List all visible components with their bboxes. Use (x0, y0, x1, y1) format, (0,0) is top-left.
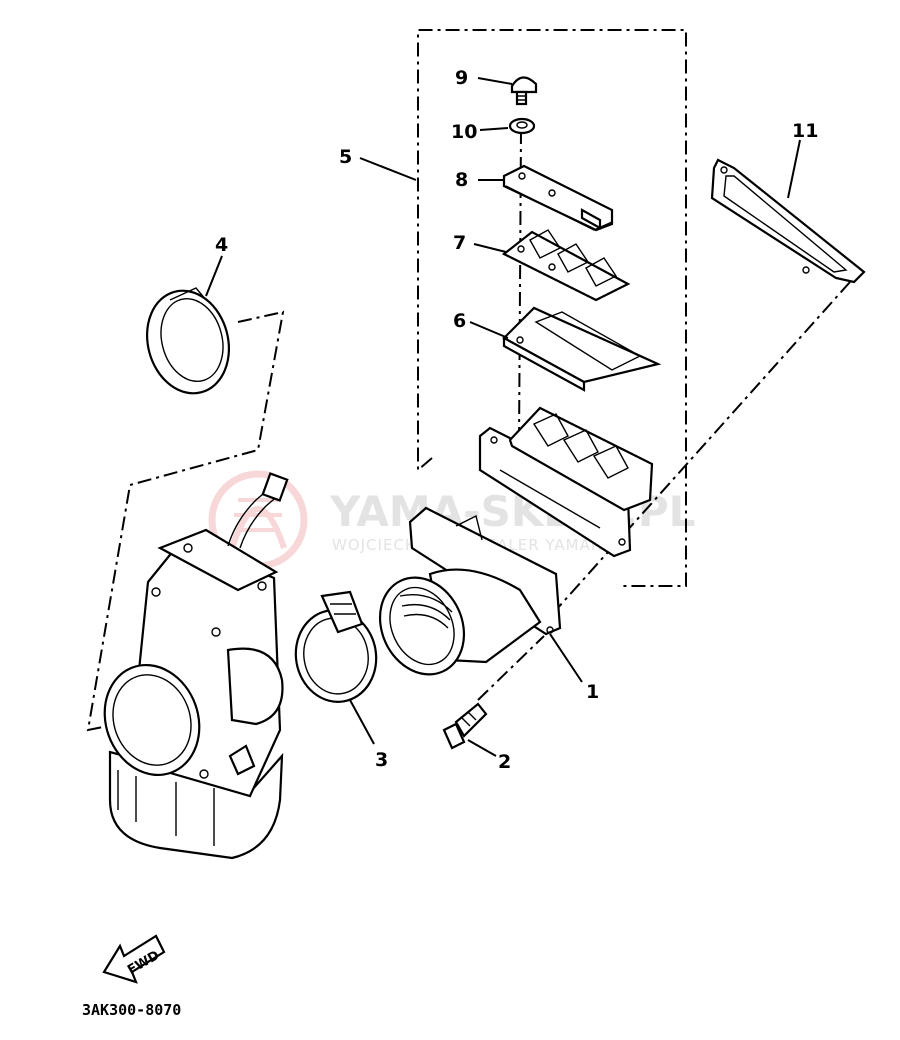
carburetor (103, 472, 289, 860)
guide-line-stack (518, 129, 522, 446)
callout-10: 10 (451, 121, 477, 143)
reed-petal-part-6 (502, 306, 662, 392)
callout-4: 4 (215, 234, 228, 256)
gasket-part-11 (710, 158, 866, 284)
diagram-code: 3AK300-8070 (82, 1001, 181, 1019)
callout-11: 11 (792, 120, 818, 142)
callout-1: 1 (586, 681, 599, 703)
forward-arrow-icon: FWD (102, 934, 166, 984)
reed-cage-block (478, 406, 654, 558)
callout-9: 9 (455, 67, 468, 89)
reed-stopper-part-8 (502, 164, 614, 232)
callout-5: 5 (339, 146, 352, 168)
bolt-part-2 (442, 702, 488, 750)
callout-7: 7 (453, 232, 466, 254)
washer-part-10 (508, 117, 536, 135)
intake-ring-part-4 (145, 287, 231, 395)
callout-3: 3 (375, 749, 388, 771)
guide-line-4 (86, 310, 285, 732)
reed-valve-part-7 (501, 229, 631, 302)
callout-6: 6 (453, 310, 466, 332)
leader-lines (205, 77, 801, 757)
intake-manifold-part-1 (378, 506, 562, 676)
callout-2: 2 (498, 751, 511, 773)
hose-clamp-part-3 (294, 590, 378, 703)
callout-8: 8 (455, 169, 468, 191)
screw-part-9 (510, 76, 538, 106)
guide-line-11 (555, 281, 851, 611)
